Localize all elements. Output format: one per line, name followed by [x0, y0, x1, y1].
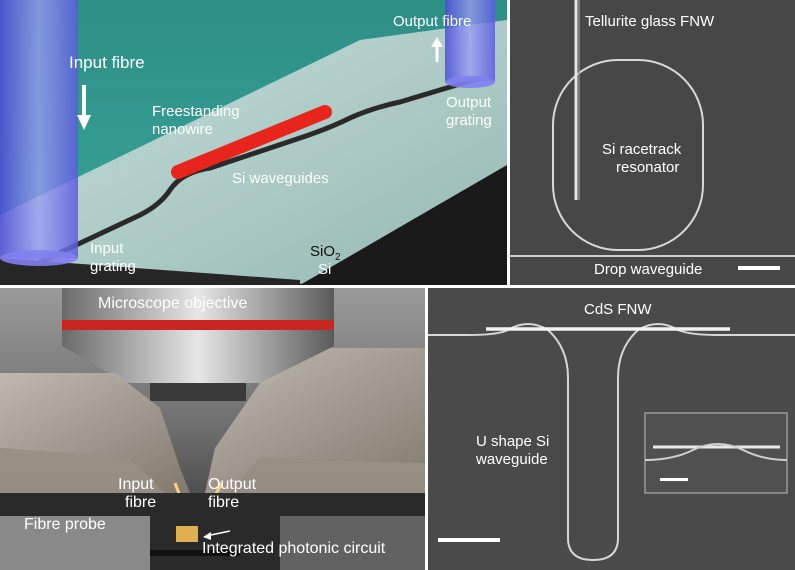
- setup-photo: [0, 288, 425, 570]
- freestanding-label: Freestanding: [152, 103, 240, 120]
- scale-bar-d: [438, 538, 500, 542]
- output-grating-label-1: Output: [446, 94, 492, 111]
- input-fibre-cylinder: [0, 0, 78, 258]
- nanowire-red: [171, 105, 332, 179]
- down-arrow-icon: [77, 115, 91, 130]
- output-fibre-c-label-1: Output: [208, 476, 257, 493]
- pointer-arrow-icon: [203, 532, 211, 540]
- u-waveguide-label-2: waveguide: [476, 451, 548, 468]
- input-fibre-c-label-1: Input: [118, 476, 154, 493]
- cds-fnw-label: CdS FNW: [584, 301, 652, 318]
- racetrack-label-2: resonator: [616, 159, 680, 176]
- inset-scale-bar: [660, 478, 688, 481]
- fibre-probe-label: Fibre probe: [24, 516, 106, 533]
- setup-photo-panel: Microscope objective Input fibre Output …: [0, 288, 425, 570]
- output-grating-label-2: grating: [446, 112, 492, 129]
- output-fibre-c-label-2: fibre: [208, 494, 240, 511]
- scale-bar: [738, 266, 780, 270]
- input-fibre-c-label-2: fibre: [125, 494, 157, 511]
- u-waveguide-label-1: U shape Si: [476, 433, 550, 450]
- input-fibre-label: Input fibre: [69, 53, 145, 72]
- racetrack-label-1: Si racetrack: [602, 141, 682, 158]
- input-grating-label-1: Input: [90, 240, 124, 257]
- schematic-panel: Input fibre Output fibre Freestanding na…: [0, 0, 507, 285]
- up-arrow-icon: [431, 37, 443, 47]
- u-shape-sem-panel: CdS FNW U shape Si waveguide: [428, 288, 795, 570]
- input-grating-label-2: grating: [90, 258, 136, 275]
- u-shape-sem-image: [428, 288, 795, 570]
- output-fibre-label: Output fibre: [393, 13, 472, 30]
- circuit-label: Integrated photonic circuit: [202, 540, 386, 557]
- nanowire-label: nanowire: [152, 121, 213, 138]
- racetrack-sem-image: [510, 0, 795, 285]
- output-fibre-cylinder: [445, 0, 495, 82]
- schematic-illustration: [0, 0, 507, 285]
- objective-label: Microscope objective: [98, 295, 248, 312]
- tellurite-fnw-label: Tellurite glass FNW: [585, 13, 715, 30]
- si-waveguides-label: Si waveguides: [232, 170, 329, 187]
- racetrack-sem-panel: Tellurite glass FNW Si racetrack resonat…: [510, 0, 795, 285]
- sio2-label: SiO2: [310, 243, 341, 264]
- si-label: Si: [318, 261, 332, 278]
- drop-waveguide-label: Drop waveguide: [594, 261, 703, 278]
